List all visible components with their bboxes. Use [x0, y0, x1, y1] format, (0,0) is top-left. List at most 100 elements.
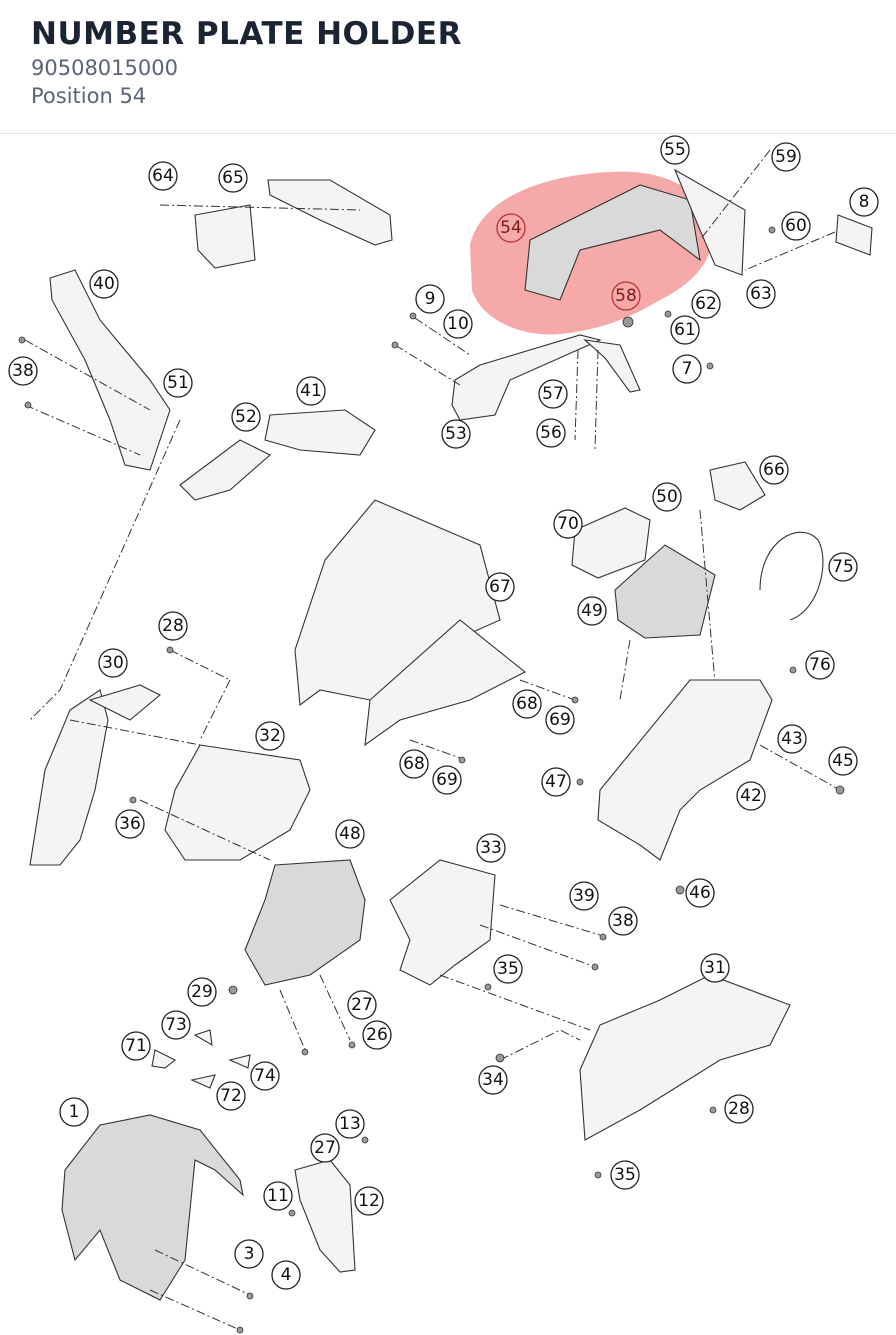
callout-38[interactable]: 38 — [8, 356, 38, 386]
callout-61[interactable]: 61 — [670, 315, 700, 345]
svg-text:57: 57 — [542, 384, 564, 404]
callout-71[interactable]: 71 — [121, 1031, 151, 1061]
callout-58[interactable]: 58 — [611, 281, 641, 311]
fasteners — [18, 226, 845, 1334]
callout-9[interactable]: 9 — [415, 284, 445, 314]
callout-35b[interactable]: 35 — [610, 1160, 640, 1190]
part-48-33-center-assembly — [244, 859, 601, 1051]
callout-56[interactable]: 56 — [536, 418, 566, 448]
part-53-bracket — [394, 317, 641, 451]
callout-64[interactable]: 64 — [148, 161, 178, 191]
callout-42[interactable]: 42 — [736, 781, 766, 811]
callout-51[interactable]: 51 — [163, 368, 193, 398]
callout-48[interactable]: 48 — [335, 819, 365, 849]
callout-32[interactable]: 32 — [255, 721, 285, 751]
callout-69b[interactable]: 69 — [432, 765, 462, 795]
callout-33[interactable]: 33 — [476, 833, 506, 863]
svg-text:45: 45 — [832, 751, 854, 771]
callout-28[interactable]: 28 — [158, 611, 188, 641]
svg-text:70: 70 — [557, 514, 579, 534]
callout-1[interactable]: 1 — [59, 1097, 89, 1127]
svg-text:59: 59 — [775, 147, 797, 167]
exploded-parts-diagram: 64 65 55 59 8 54 60 40 9 10 58 62 63 61 … — [8, 135, 879, 1334]
callout-59[interactable]: 59 — [771, 142, 801, 172]
callout-28b[interactable]: 28 — [724, 1094, 754, 1124]
svg-text:30: 30 — [102, 653, 124, 673]
callout-45[interactable]: 45 — [828, 746, 858, 776]
callout-63[interactable]: 63 — [746, 279, 776, 309]
callout-53[interactable]: 53 — [441, 419, 471, 449]
svg-text:68: 68 — [516, 694, 538, 714]
position-label: Position 54 — [31, 84, 147, 108]
svg-text:12: 12 — [358, 1191, 380, 1211]
callout-26[interactable]: 26 — [362, 1020, 392, 1050]
part-42-rear-cover — [597, 639, 841, 861]
callout-38b[interactable]: 38 — [608, 906, 638, 936]
callout-36[interactable]: 36 — [115, 809, 145, 839]
part-31-right-fairing — [499, 974, 791, 1141]
callout-31[interactable]: 31 — [700, 953, 730, 983]
callout-72[interactable]: 72 — [216, 1081, 246, 1111]
part-30-left-fairing — [29, 649, 231, 866]
svg-text:9: 9 — [425, 289, 436, 309]
callout-68[interactable]: 68 — [512, 689, 542, 719]
callout-13[interactable]: 13 — [335, 1109, 365, 1139]
svg-text:61: 61 — [674, 320, 696, 340]
callout-67[interactable]: 67 — [485, 572, 515, 602]
svg-text:55: 55 — [664, 140, 686, 160]
callout-43[interactable]: 43 — [777, 724, 807, 754]
svg-text:29: 29 — [191, 982, 213, 1002]
callout-68b[interactable]: 68 — [399, 749, 429, 779]
callout-73[interactable]: 73 — [161, 1010, 191, 1040]
callout-70[interactable]: 70 — [553, 509, 583, 539]
callout-3[interactable]: 3 — [234, 1239, 264, 1269]
svg-text:40: 40 — [93, 274, 115, 294]
callout-4[interactable]: 4 — [271, 1260, 301, 1290]
part-12-guard-piece — [294, 1159, 356, 1273]
callout-10[interactable]: 10 — [443, 309, 473, 339]
svg-text:60: 60 — [785, 216, 807, 236]
callout-7[interactable]: 7 — [672, 354, 702, 384]
svg-text:46: 46 — [689, 883, 711, 903]
callout-57[interactable]: 57 — [538, 379, 568, 409]
callout-27b[interactable]: 27 — [310, 1133, 340, 1163]
callout-62[interactable]: 62 — [691, 289, 721, 319]
callout-76[interactable]: 76 — [805, 650, 835, 680]
callout-39[interactable]: 39 — [569, 881, 599, 911]
callout-41[interactable]: 41 — [296, 376, 326, 406]
callout-35[interactable]: 35 — [493, 954, 523, 984]
callout-65[interactable]: 65 — [218, 163, 248, 193]
callout-52[interactable]: 52 — [231, 402, 261, 432]
callout-11[interactable]: 11 — [263, 1181, 293, 1211]
svg-text:50: 50 — [656, 487, 678, 507]
callout-12[interactable]: 12 — [354, 1186, 384, 1216]
callout-54[interactable]: 54 — [496, 213, 526, 243]
svg-text:74: 74 — [254, 1066, 276, 1086]
callout-29[interactable]: 29 — [187, 977, 217, 1007]
callout-50[interactable]: 50 — [652, 482, 682, 512]
callout-34[interactable]: 34 — [478, 1065, 508, 1095]
svg-text:58: 58 — [615, 286, 637, 306]
svg-text:33: 33 — [480, 838, 502, 858]
callout-49[interactable]: 49 — [577, 596, 607, 626]
callout-46[interactable]: 46 — [685, 878, 715, 908]
svg-text:63: 63 — [750, 284, 772, 304]
callout-69[interactable]: 69 — [545, 705, 575, 735]
callout-47[interactable]: 47 — [541, 767, 571, 797]
svg-text:34: 34 — [482, 1070, 504, 1090]
callout-30[interactable]: 30 — [98, 648, 128, 678]
callout-60[interactable]: 60 — [781, 211, 811, 241]
callout-40[interactable]: 40 — [89, 269, 119, 299]
callout-8[interactable]: 8 — [849, 187, 879, 217]
svg-text:27: 27 — [351, 995, 373, 1015]
svg-text:10: 10 — [447, 314, 469, 334]
callout-74[interactable]: 74 — [250, 1061, 280, 1091]
svg-text:35: 35 — [614, 1165, 636, 1185]
callout-75[interactable]: 75 — [828, 552, 858, 582]
svg-text:32: 32 — [259, 726, 281, 746]
svg-text:71: 71 — [125, 1036, 147, 1056]
callout-55[interactable]: 55 — [660, 135, 690, 165]
callout-27[interactable]: 27 — [347, 990, 377, 1020]
part-54-number-plate-holder — [524, 149, 873, 301]
callout-66[interactable]: 66 — [759, 455, 789, 485]
